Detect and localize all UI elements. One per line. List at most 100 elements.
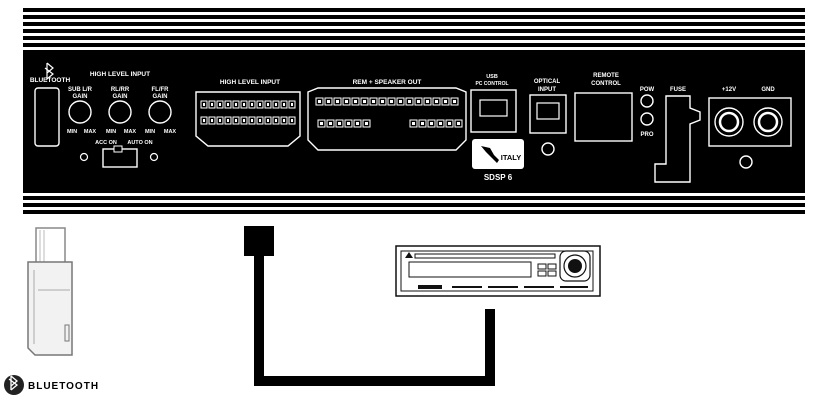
speaker-pin (409, 119, 418, 128)
speaker-pin (445, 119, 454, 128)
plus12v-label: +12V (722, 87, 736, 93)
usb-label: USB (486, 74, 498, 80)
hli-pin (288, 100, 296, 109)
remote-control-port[interactable] (574, 92, 633, 142)
optical-input-label-1: OPTICAL (534, 79, 561, 85)
pow-label: POW (640, 87, 655, 93)
high-level-input-pins (200, 100, 296, 125)
hli-pin-contact (203, 119, 205, 122)
rear-gain-max: MAX (124, 129, 137, 135)
fuse-label: FUSE (670, 87, 686, 93)
speaker-pin-contact (318, 100, 321, 103)
speaker-pin (387, 97, 396, 106)
remote-control-label-2: CONTROL (591, 81, 621, 87)
speaker-pin (396, 97, 405, 106)
fuse-holder[interactable] (654, 95, 701, 183)
switch-slider[interactable] (113, 145, 123, 153)
top-stripe-4 (23, 29, 805, 33)
italy-badge (472, 139, 524, 169)
speaker-pin (423, 97, 432, 106)
power-terminal-block (708, 97, 792, 147)
hli-pin (232, 100, 240, 109)
speaker-pin-contact (365, 122, 368, 125)
gnd-terminal-outer[interactable] (753, 107, 783, 137)
optical-input-frame[interactable] (529, 94, 567, 134)
hli-pin (256, 100, 264, 109)
speaker-pin-contact (421, 122, 424, 125)
cable-plug[interactable] (244, 226, 274, 256)
high-level-input-connector[interactable] (195, 91, 301, 147)
hli-pin-contact (259, 103, 261, 106)
optical-input-port[interactable] (536, 102, 560, 120)
front-gain-min: MIN (145, 129, 155, 135)
speaker-pin (333, 97, 342, 106)
plus12v-terminal-outer[interactable] (714, 107, 744, 137)
speaker-pin-contact (435, 100, 438, 103)
speaker-pin-contact (356, 122, 359, 125)
hli-pin (280, 116, 288, 125)
hli-pin-contact (259, 119, 261, 122)
speaker-pin-contact (363, 100, 366, 103)
hli-pin-contact (275, 103, 277, 106)
pc-control-label: PC CONTROL (475, 81, 508, 87)
speaker-pin (454, 119, 463, 128)
auto-on-label: AUTO ON (127, 140, 152, 146)
speaker-pin (324, 97, 333, 106)
top-stripe-2 (23, 15, 805, 19)
speaker-pin-contact (372, 100, 375, 103)
speaker-pin (360, 97, 369, 106)
bluetooth-port[interactable] (34, 87, 60, 147)
speaker-pin-contact (381, 100, 384, 103)
plus12v-terminal[interactable] (718, 111, 740, 133)
speaker-pin-contact (329, 122, 332, 125)
hli-pin (224, 100, 232, 109)
hli-pin (224, 116, 232, 125)
speaker-pin (326, 119, 335, 128)
sub-gain-label-1: SUB L/R (68, 87, 93, 93)
sub-gain-max: MAX (84, 129, 97, 135)
sub-gain-label-2: GAIN (73, 94, 88, 100)
hli-pin-contact (283, 119, 285, 122)
hli-pin (272, 100, 280, 109)
speaker-pin-contact (439, 122, 442, 125)
bottom-stripe-2 (23, 203, 805, 207)
speaker-pin (427, 119, 436, 128)
hli-pin-contact (275, 119, 277, 122)
speaker-pin-contact (390, 100, 393, 103)
speaker-pin-contact (444, 100, 447, 103)
pro-led (640, 112, 654, 126)
car-stereo-icon (395, 245, 601, 297)
high-level-input-connector-label: HIGH LEVEL INPUT (220, 79, 280, 86)
top-stripe-5 (23, 36, 805, 40)
hli-pin-contact (203, 103, 205, 106)
pow-led (640, 94, 654, 108)
hli-pin (200, 116, 208, 125)
gnd-terminal[interactable] (757, 111, 779, 133)
speaker-pin (436, 119, 445, 128)
hli-pin-contact (251, 103, 253, 106)
hli-pin (216, 100, 224, 109)
rear-gain-knob[interactable] (108, 100, 132, 124)
bluetooth-dongle-icon (27, 227, 73, 356)
speaker-out-connector[interactable] (307, 87, 467, 151)
speaker-pin (362, 119, 371, 128)
hli-pin (200, 100, 208, 109)
speaker-pin-contact (327, 100, 330, 103)
speaker-pin (405, 97, 414, 106)
usb-port[interactable] (479, 99, 508, 117)
speaker-pin (315, 97, 324, 106)
rear-gain-label-1: RL/RR (111, 87, 130, 93)
speaker-pin (335, 119, 344, 128)
speaker-pin-contact (412, 122, 415, 125)
hli-pin-contact (235, 119, 237, 122)
model-label: SDSP 6 (484, 173, 513, 182)
hli-pin (288, 116, 296, 125)
top-stripe-1 (23, 8, 805, 12)
speaker-pin (317, 119, 326, 128)
sub-gain-knob[interactable] (68, 100, 92, 124)
usb-port-frame[interactable] (470, 89, 517, 133)
speaker-pin (351, 97, 360, 106)
hli-pin-contact (251, 119, 253, 122)
hli-pin-contact (211, 103, 213, 106)
front-gain-knob[interactable] (148, 100, 172, 124)
